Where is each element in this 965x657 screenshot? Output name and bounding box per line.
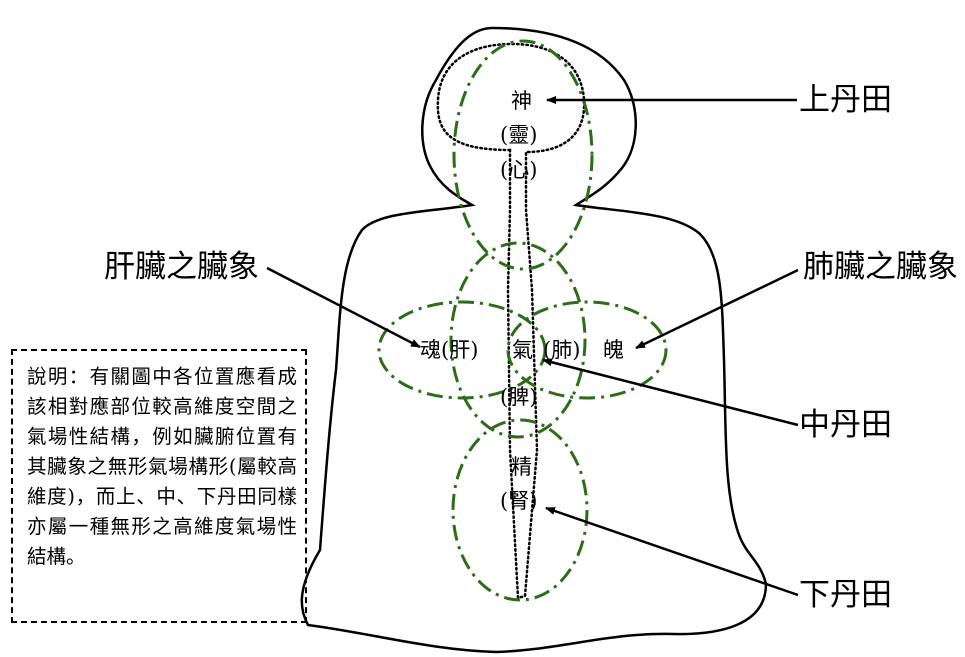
central-channel bbox=[436, 42, 586, 600]
po-label: 魄 bbox=[603, 338, 624, 362]
shen-label: 神 bbox=[511, 89, 532, 113]
explanation-note-text: 說明：有關圖中各位置應看成該相對應部位較高維度空間之氣場性結構，例如臟腑位置有其… bbox=[27, 365, 297, 568]
middle-dantian-field bbox=[449, 241, 587, 439]
liver-zang-xiang-label: 肝臟之臟象 bbox=[104, 249, 259, 285]
upper-dantian-label: 上丹田 bbox=[799, 82, 892, 118]
arrow-middle-dantian bbox=[542, 358, 799, 427]
pi-label: (脾) bbox=[500, 385, 538, 409]
arrow-lower-dantian bbox=[545, 506, 799, 597]
middle-dantian-label: 中丹田 bbox=[799, 407, 892, 443]
shen-kidney-label: (腎) bbox=[500, 489, 538, 513]
lower-dantian-label: 下丹田 bbox=[799, 577, 892, 613]
body-silhouette bbox=[300, 26, 768, 654]
fei-label: (肺) bbox=[543, 338, 581, 362]
lung-field bbox=[506, 300, 668, 400]
arrow-lung bbox=[635, 268, 799, 350]
qi-label: 氣 bbox=[512, 338, 533, 362]
ling-label: (靈) bbox=[500, 123, 538, 147]
jing-label: 精 bbox=[511, 455, 532, 479]
lower-dantian-field bbox=[451, 418, 589, 602]
lung-zang-xiang-label: 肺臟之臟象 bbox=[803, 249, 958, 285]
upper-dantian-field bbox=[452, 39, 594, 271]
arrow-liver bbox=[266, 266, 421, 349]
xin-label: (心) bbox=[500, 158, 538, 182]
hun-gan-label: 魂(肝) bbox=[420, 338, 479, 362]
liver-field bbox=[377, 300, 547, 400]
explanation-note: 說明：有關圖中各位置應看成該相對應部位較高維度空間之氣場性結構，例如臟腑位置有其… bbox=[11, 349, 307, 623]
